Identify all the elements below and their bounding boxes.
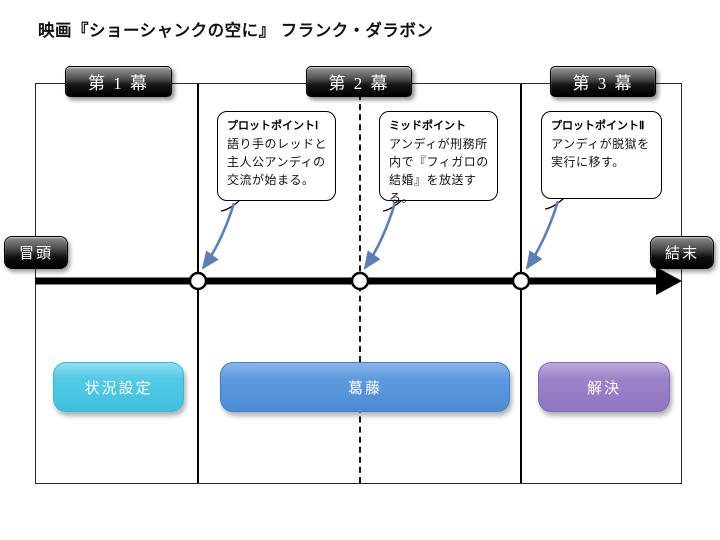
timeline-end-label: 結末 xyxy=(650,236,714,269)
callout-midpoint-body: アンディが刑務所内で『フィガロの結婚』を放送する。 xyxy=(389,136,489,205)
act-header-3: 第 3 幕 xyxy=(550,66,656,97)
act-header-1-label: 第 1 幕 xyxy=(88,74,149,93)
slide-title: 映画『ショーシャンクの空に』 フランク・ダラボン xyxy=(38,22,434,40)
act1-act2-divider xyxy=(197,84,199,483)
stage-setup-box: 状況設定 xyxy=(53,362,184,412)
midpoint-divider-dashed xyxy=(359,84,361,483)
stage-setup-label: 状況設定 xyxy=(84,379,153,397)
stage-resolution-label: 解決 xyxy=(586,379,621,397)
act-header-1: 第 1 幕 xyxy=(65,66,172,97)
timeline-start-label: 冒頭 xyxy=(4,236,68,269)
stage-conflict-label: 葛藤 xyxy=(347,379,382,397)
act-header-3-label: 第 3 幕 xyxy=(572,74,634,93)
act-header-2: 第 2 幕 xyxy=(306,66,412,97)
callout-plot-point-1-title: プロットポイントⅠ xyxy=(227,120,319,132)
timeline-start-text: 冒頭 xyxy=(18,246,53,262)
act2-act3-divider xyxy=(520,84,522,483)
callout-plot-point-2: プロットポイントⅡ アンディが脱獄を実行に移す。 xyxy=(541,111,662,199)
callout-plot-point-1-body: 語り手のレッドと主人公アンディの交流が始まる。 xyxy=(227,136,328,187)
callout-midpoint-title: ミッドポイント xyxy=(389,120,466,132)
stage-resolution-box: 解決 xyxy=(538,362,670,412)
act-header-2-label: 第 2 幕 xyxy=(328,74,390,93)
stage-conflict-box: 葛藤 xyxy=(220,362,510,412)
callout-midpoint: ミッドポイント アンディが刑務所内で『フィガロの結婚』を放送する。 xyxy=(379,111,498,205)
timeline-end-text: 結末 xyxy=(664,246,699,262)
callout-plot-point-2-title: プロットポイントⅡ xyxy=(551,120,645,132)
callout-plot-point-2-body: アンディが脱獄を実行に移す。 xyxy=(551,136,650,169)
callout-plot-point-1: プロットポイントⅠ 語り手のレッドと主人公アンディの交流が始まる。 xyxy=(217,111,336,201)
